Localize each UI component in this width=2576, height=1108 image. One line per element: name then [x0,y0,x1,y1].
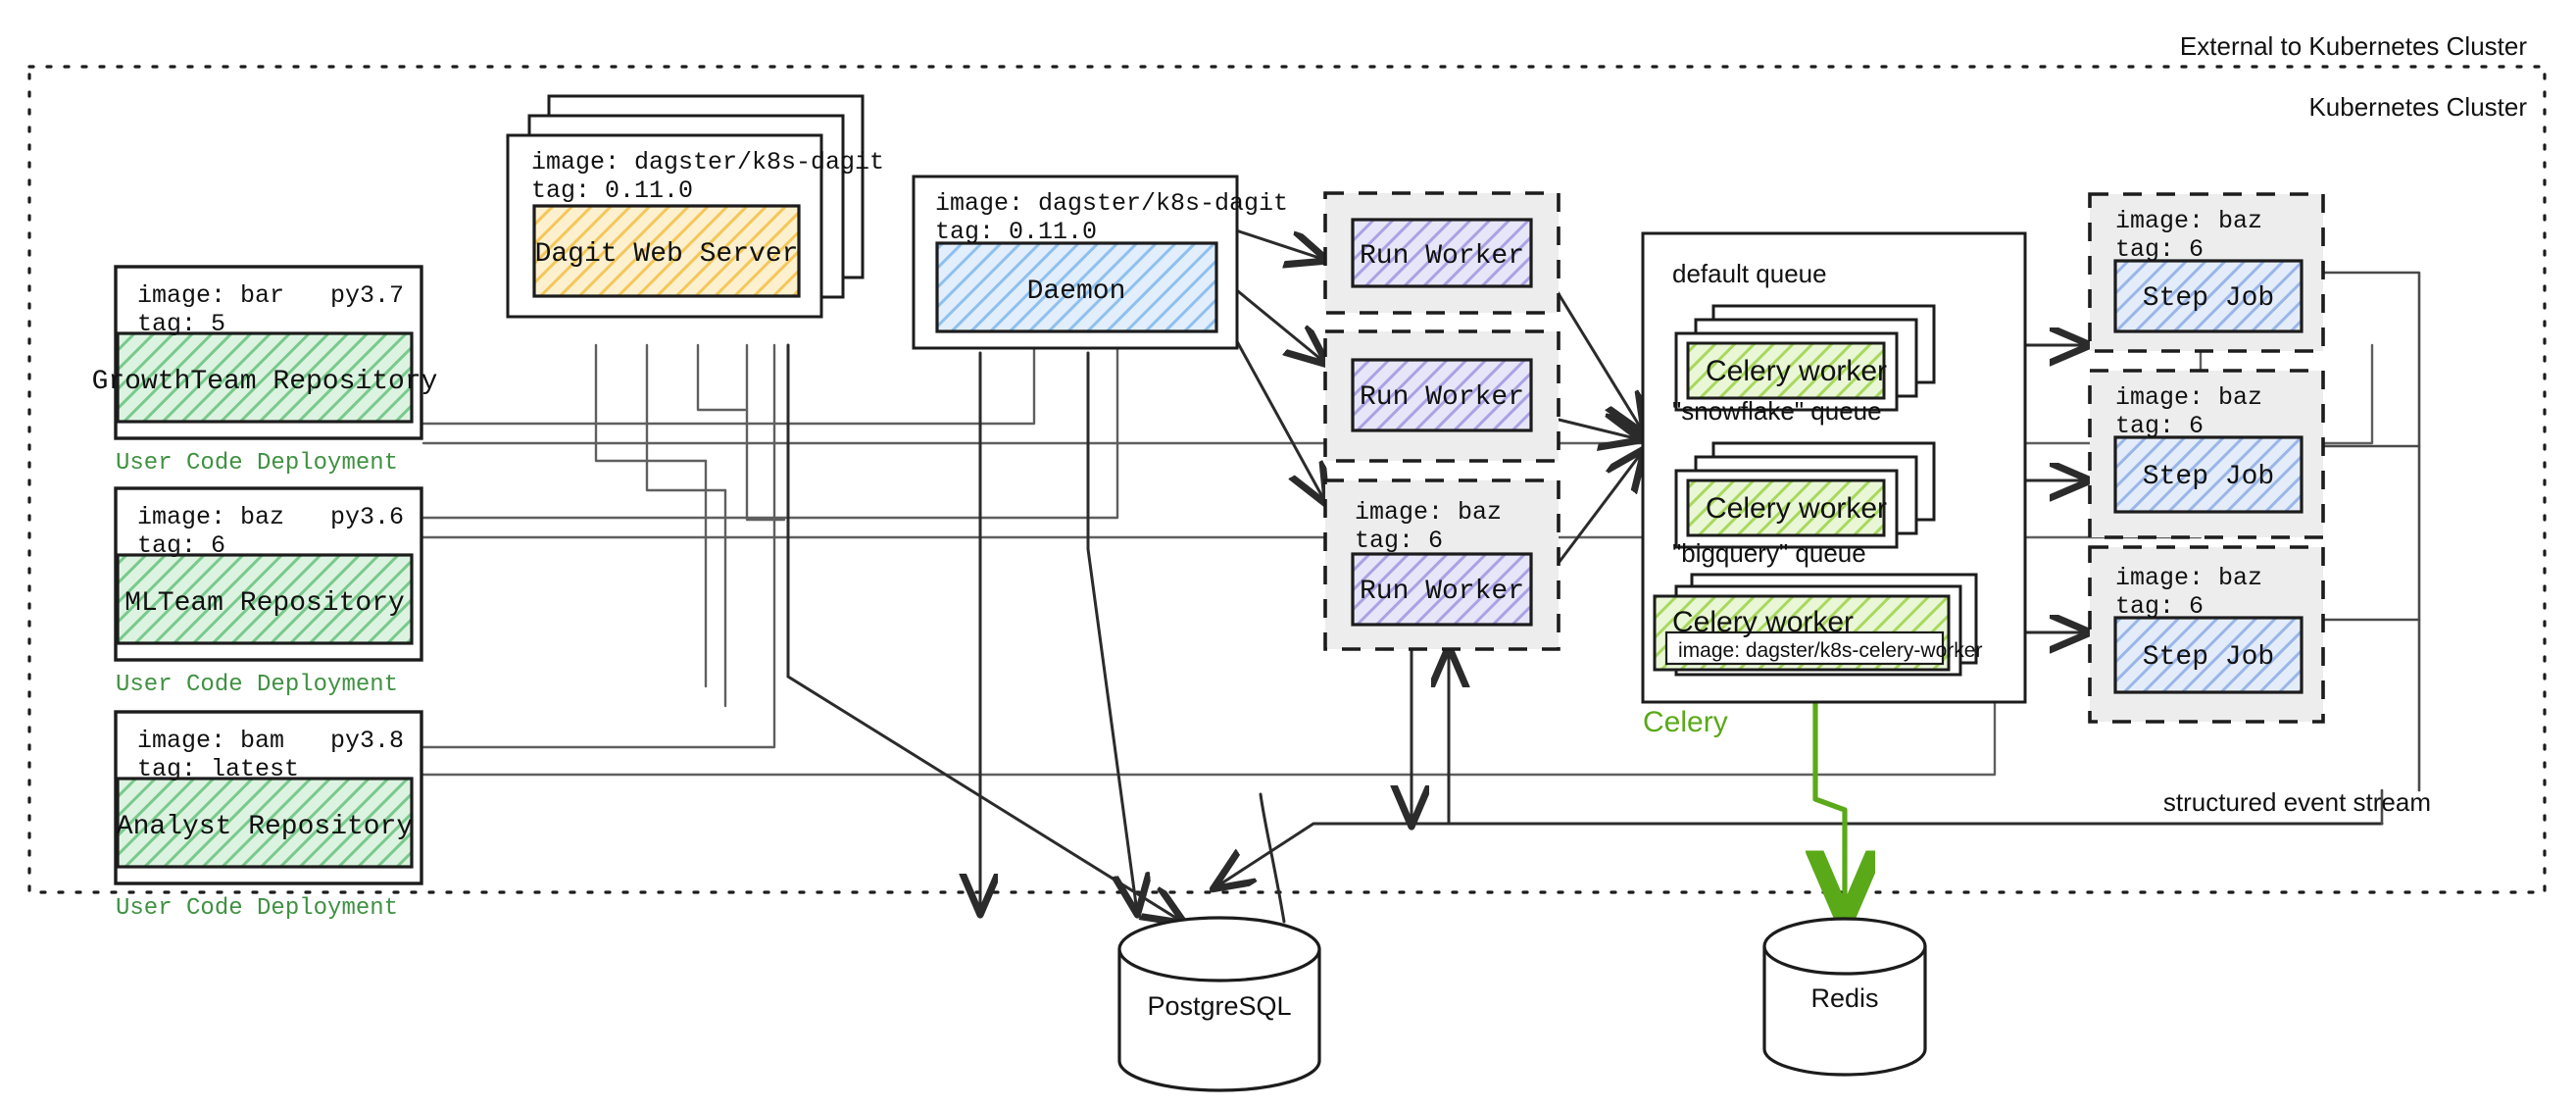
repo-2-tag: tag: 6 [137,531,225,560]
celery-worker-stack-bigquery [1653,573,1978,677]
step-job-2-title: Step Job [2143,462,2274,492]
kubernetes-cluster-label: Kubernetes Cluster [2308,92,2527,122]
user-code-deployment-mlteam [114,486,423,662]
step-job-3-tag: tag: 6 [2115,592,2204,621]
daemon-title: Daemon [1027,277,1126,307]
redis-label: Redis [1810,983,1878,1013]
dagit-tag: tag: 0.11.0 [531,176,693,205]
step-job-2-tag: tag: 6 [2115,412,2204,440]
daemon-to-run-worker-arrows [1225,226,1325,502]
redis-cylinder [1762,917,1927,1077]
step-job-3-image: image: baz [2115,564,2262,592]
repo-1-caption: User Code Deployment [116,450,398,477]
celery-worker-bigquery: Celery worker [1672,606,1854,638]
dagit-image: image: dagster/k8s-dagit [531,148,884,176]
daemon-image: image: dagster/k8s-dagit [935,189,1288,218]
run-worker-group-2 [1323,329,1560,463]
dagit-title: Dagit Web Server [535,239,799,270]
run-worker-3-image: image: baz [1355,498,1502,527]
repo-3-image: image: bam [137,727,284,755]
celery-worker-stack-snowflake [1674,441,1936,549]
repo-1-tag: tag: 5 [137,310,225,338]
step-job-2-image: image: baz [2115,383,2262,412]
celery-worker-snowflake: Celery worker [1706,492,1887,525]
step-job-3-title: Step Job [2143,642,2274,673]
postgresql-cylinder [1117,916,1321,1092]
daemon-box [912,175,1239,350]
repo-3-caption: User Code Deployment [116,895,398,922]
queue-default-label: default queue [1672,259,1827,288]
celery-label: Celery [1643,706,1728,738]
celery-worker-default: Celery worker [1706,355,1887,387]
repo-1-python: py3.7 [330,281,404,310]
postgresql-label: PostgreSQL [1147,991,1291,1021]
step-job-1-title: Step Job [2143,283,2274,314]
structured-event-stream-label: structured event stream [2163,787,2431,817]
step-job-event-bus [2317,271,2421,792]
external-region-label: External to Kubernetes Cluster [2180,31,2527,61]
repo-2-title: MLTeam Repository [124,588,405,619]
run-worker-3-title: Run Worker [1360,577,1524,607]
step-job-1-tag: tag: 6 [2115,235,2204,264]
run-worker-3-tag: tag: 6 [1355,527,1443,555]
repo-1-title: GrowthTeam Repository [92,367,438,397]
step-job-group-3 [2088,545,2325,724]
external-region-boundary [27,65,2547,894]
repo-2-caption: User Code Deployment [116,672,398,698]
user-code-deployment-analyst [114,710,423,885]
run-worker-group-3 [1323,478,1560,651]
celery-to-redis-arrow [1815,701,1845,912]
run-worker-to-celery-arrows [1545,273,1643,580]
run-worker-group-1 [1323,191,1560,315]
run-worker-2-title: Run Worker [1360,382,1524,413]
repo-3-title: Analyst Repository [117,812,413,842]
step-job-group-2 [2088,369,2325,539]
user-code-deployment-growthteam [114,265,423,440]
dagit-web-server-stack [506,94,865,319]
repo-1-image: image: bar [137,281,284,310]
repo-3-tag: tag: latest [137,755,299,783]
step-job-1-image: image: baz [2115,207,2262,235]
repo-2-python: py3.6 [330,503,404,531]
run-worker-postgres-arrows [1215,647,2384,887]
repo-3-python: py3.8 [330,727,404,755]
celery-worker-bigquery-image: image: dagster/k8s-celery-worker [1678,639,1982,662]
queue-bigquery-label: "bigquery" queue [1672,538,1866,568]
celery-worker-stack-default [1674,304,1936,412]
daemon-tag: tag: 0.11.0 [935,218,1097,246]
repo-2-image: image: baz [137,503,284,531]
step-job-group-1 [2088,192,2325,353]
run-worker-1-title: Run Worker [1360,241,1524,272]
queue-snowflake-label: "snowflake" queue [1672,396,1882,426]
